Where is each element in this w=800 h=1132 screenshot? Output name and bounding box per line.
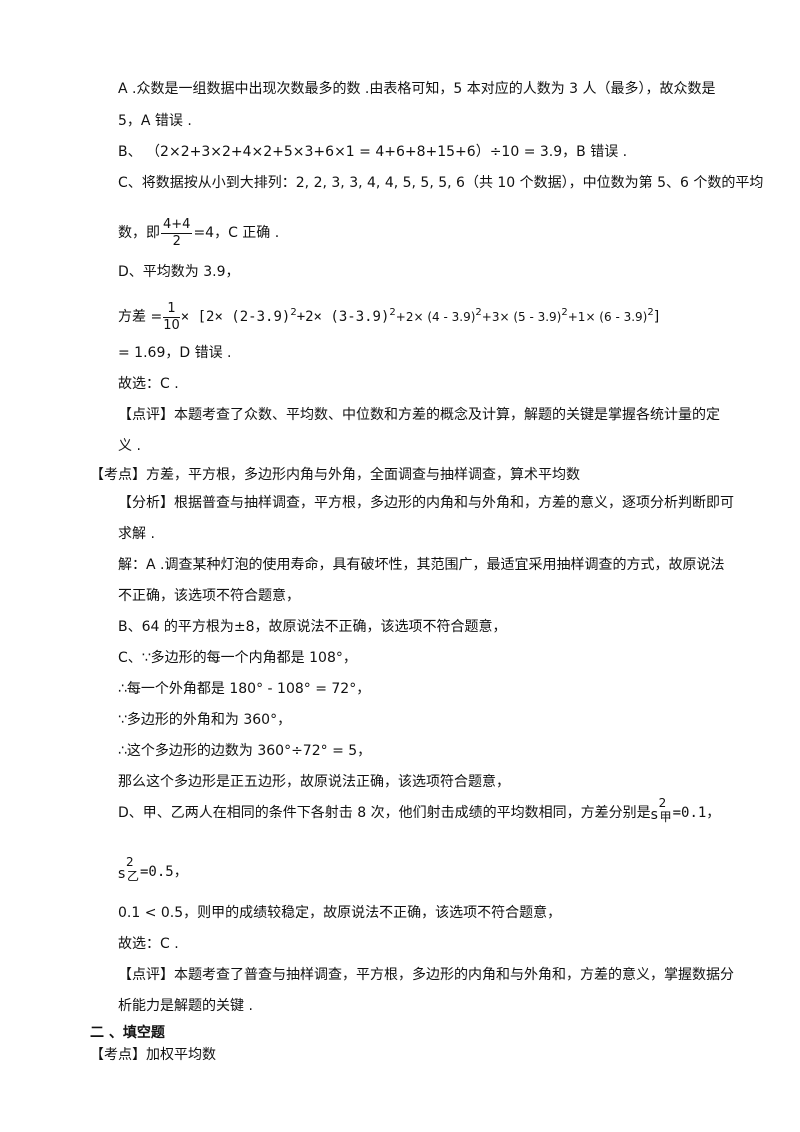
text-line: D、平均数为 3.9，: [118, 264, 240, 280]
text: 方差 =: [118, 309, 163, 325]
term: +2× (4 - 3.9): [395, 310, 476, 324]
text-line: ∴这个多边形的边数为 360°÷72° = 5，: [118, 743, 372, 759]
numerator: 4+4: [161, 216, 193, 234]
denominator: 2: [172, 233, 181, 249]
section-heading: 二 、填空题: [90, 1025, 165, 1041]
exponent: 2: [561, 307, 568, 318]
text-line: ∴每一个外角都是 180° - 108° = 72°，: [118, 681, 371, 697]
exponent: 2: [389, 307, 396, 318]
term: +1× (6 - 3.9): [567, 310, 648, 324]
text-line: 析能力是解题的关键 .: [118, 998, 253, 1014]
text-line: C、∵多边形的每一个内角都是 108°，: [118, 650, 357, 666]
exponent: 2: [647, 307, 654, 318]
text: ]: [653, 309, 660, 325]
text-line: 求解 .: [118, 526, 155, 542]
text-line: 那么这个多边形是正五边形，故原说法正确，该选项符合题意，: [118, 774, 510, 790]
symbol-exponent: 2: [126, 855, 134, 869]
text: 数，即: [118, 225, 160, 241]
text-line: C、将数据按从小到大排列：2, 2, 3, 3, 4, 4, 5, 5, 5, …: [118, 175, 764, 191]
text: D、甲、乙两人在相同的条件下各射击 8 次，他们射击成绩的平均数相同，方差分别是: [118, 805, 651, 821]
symbol-s: s: [118, 866, 126, 882]
text-line: 义 .: [118, 438, 141, 454]
text-line: 【分析】根据普查与抽样调查，平方根，多边形的内角和与外角和，方差的意义，逐项分析…: [118, 495, 734, 511]
symbol-subscript: 甲: [659, 810, 672, 824]
text-line: 【点评】本题考查了众数、平均数、中位数和方差的概念及计算，解题的关键是掌握各统计…: [118, 407, 720, 423]
text-line: 5，A 错误 .: [118, 113, 192, 129]
symbol-subscript: 乙: [127, 869, 140, 883]
denominator: 10: [163, 317, 180, 333]
exponent: 2: [475, 307, 482, 318]
text: =4，C 正确 .: [193, 225, 280, 241]
exponent: 2: [290, 307, 297, 318]
text-line: 故选：C .: [118, 376, 179, 392]
text-line: 0.1 < 0.5，则甲的成绩较稳定，故原说法不正确，该选项不符合题意，: [118, 905, 562, 921]
text-line: 【考点】加权平均数: [90, 1047, 216, 1063]
text-line: 【考点】方差，平方根，多边形内角与外角，全面调查与抽样调查，算术平均数: [90, 467, 580, 483]
text-line: 不正确，该选项不符合题意，: [118, 588, 300, 604]
symbol-exponent: 2: [658, 796, 667, 810]
term: +3× (5 - 3.9): [481, 310, 562, 324]
text-line: B、 （2×2+3×2+4×2+5×3+6×1 = 4+6+8+15+6）÷10…: [118, 144, 628, 160]
symbol-s: s: [650, 807, 658, 823]
text-line: ∵多边形的外角和为 360°，: [118, 712, 292, 728]
value: =0.5，: [140, 864, 188, 880]
text-line: 故选：C .: [118, 936, 179, 952]
text-line: 解：A .调查某种灯泡的使用寿命，具有破坏性，其范围广，最适宜采用抽样调查的方式…: [118, 557, 725, 573]
value: =0.1，: [672, 805, 721, 821]
variance-compare-line: D、甲、乙两人在相同的条件下各射击 8 次，他们射击成绩的平均数相同，方差分别是…: [118, 796, 721, 824]
term: × [2× (2-3.9): [180, 309, 291, 325]
term: +2× (3-3.9): [296, 309, 390, 325]
numerator: 1: [163, 301, 180, 318]
text-line: A .众数是一组数据中出现次数最多的数 .由表格可知，5 本对应的人数为 3 人…: [118, 81, 716, 97]
text-line: = 1.69，D 错误 .: [118, 345, 232, 361]
text-line: B、64 的平方根为±8，故原说法不正确，该选项不符合题意，: [118, 619, 507, 635]
text-line: 【点评】本题考查了普查与抽样调查，平方根，多边形的内角和与外角和，方差的意义，掌…: [118, 967, 734, 983]
